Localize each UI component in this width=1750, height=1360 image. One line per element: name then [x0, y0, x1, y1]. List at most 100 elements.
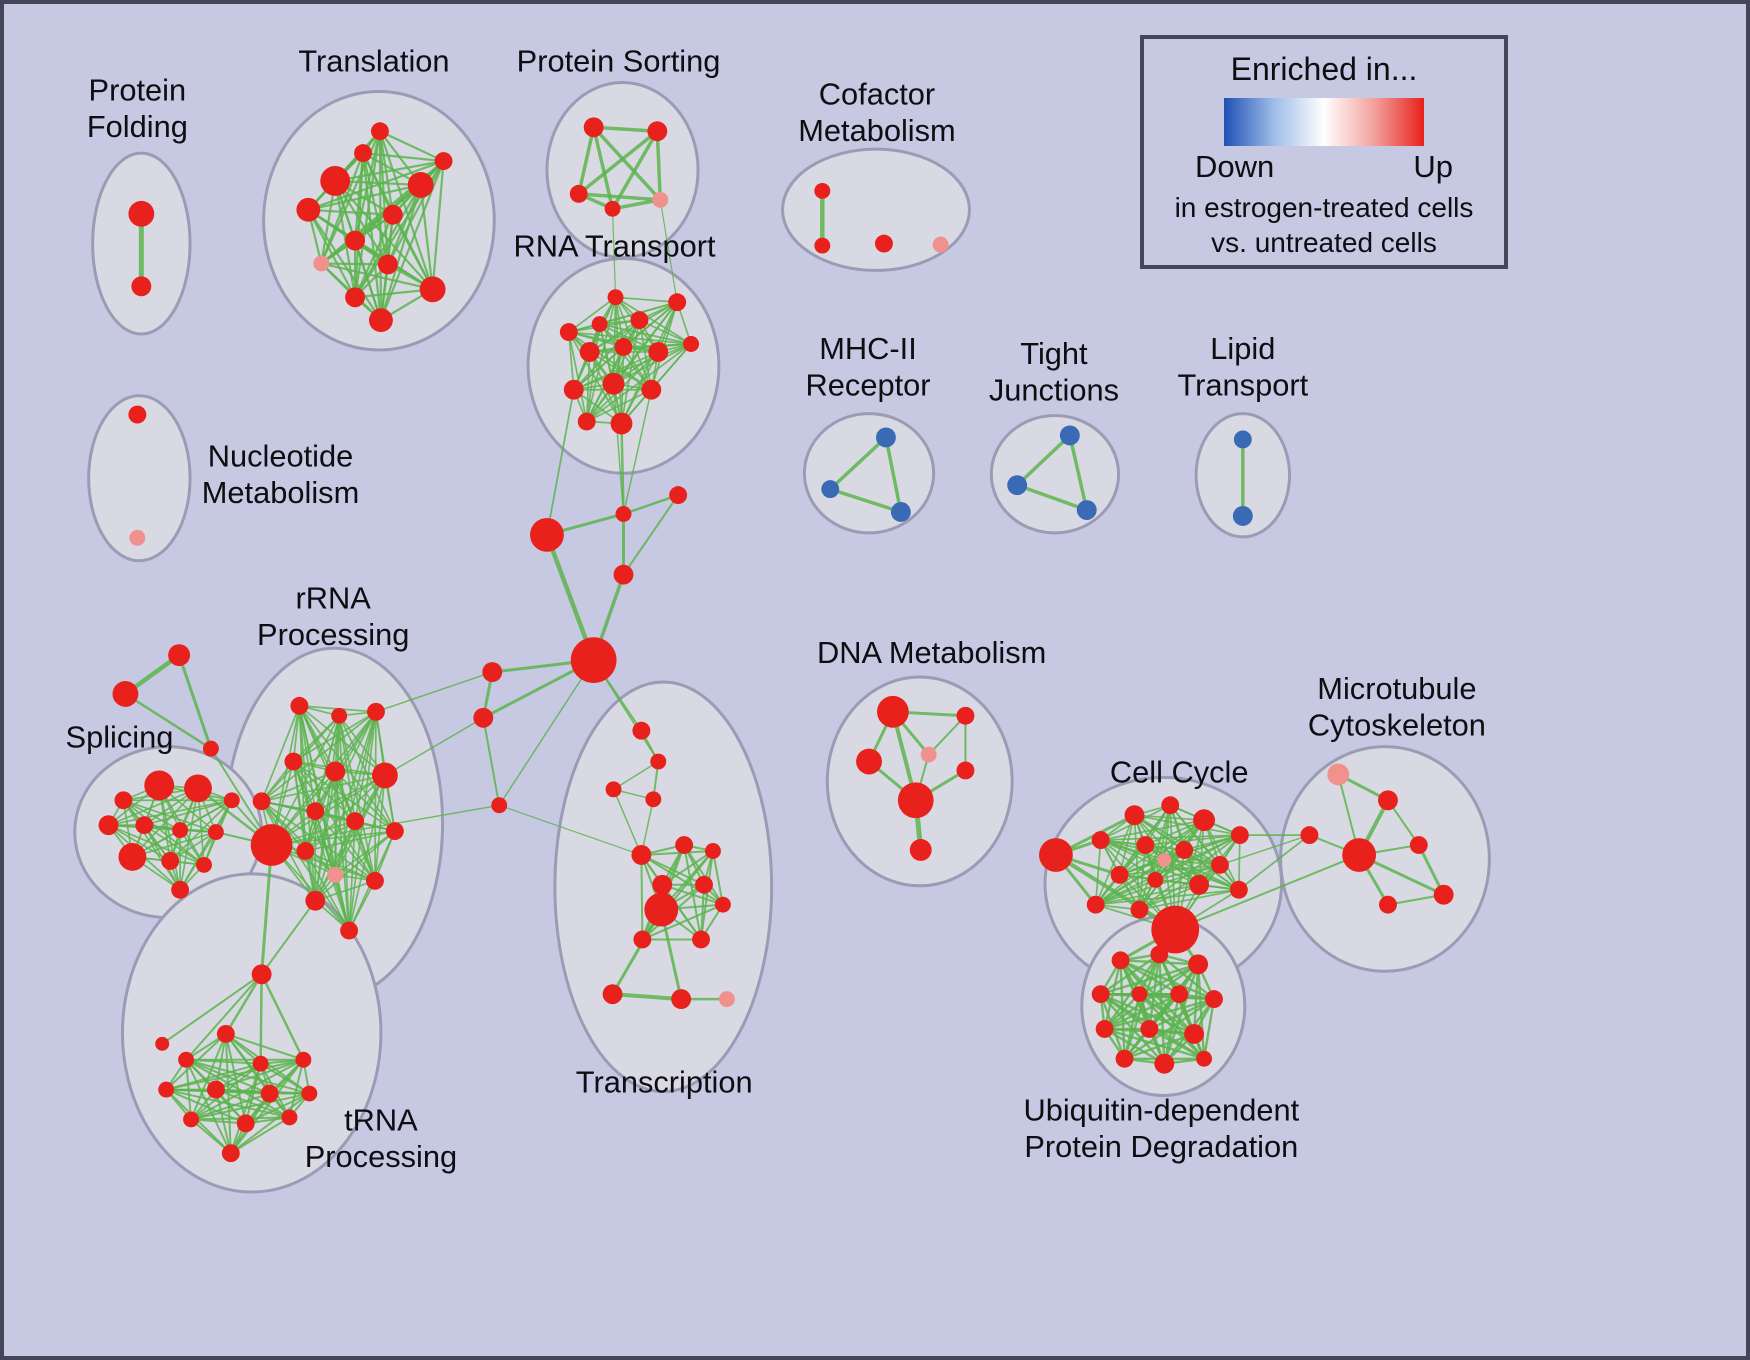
network-edge: [1138, 992, 1196, 1036]
network-node: [131, 276, 152, 297]
network-node: [371, 762, 398, 789]
network-edge: [161, 973, 263, 1045]
network-node: [1140, 1019, 1159, 1038]
network-edge: [498, 659, 595, 807]
network-node: [1091, 831, 1110, 849]
network-edge: [828, 487, 903, 514]
network-node: [821, 480, 840, 499]
network-edge: [1094, 839, 1102, 906]
network-node: [652, 191, 669, 208]
network-node: [366, 871, 384, 890]
network-node: [290, 696, 309, 715]
network-edge: [314, 774, 386, 813]
network-edge: [353, 239, 383, 322]
network-node: [216, 1024, 235, 1043]
network-edge: [1118, 864, 1221, 876]
network-edge: [292, 760, 356, 823]
network-edge: [334, 179, 389, 266]
network-edge: [591, 125, 663, 202]
network-node: [236, 1114, 255, 1133]
network-edge: [190, 1092, 311, 1121]
network-node: [1232, 506, 1253, 526]
network-node: [718, 991, 735, 1008]
network-edge: [1015, 433, 1072, 487]
network-node: [155, 1036, 170, 1051]
network-node: [221, 1144, 240, 1163]
network-edge: [828, 435, 888, 491]
network-node: [281, 1109, 298, 1126]
network-edge: [260, 774, 386, 803]
network-node: [251, 964, 272, 985]
network-edge: [610, 198, 663, 211]
network-node: [1130, 900, 1149, 919]
network-node: [1175, 841, 1194, 859]
network-edge: [378, 130, 394, 216]
network-node: [577, 412, 596, 431]
network-node: [1091, 985, 1110, 1004]
network-node: [579, 342, 600, 362]
network-edge: [700, 883, 706, 941]
network-edge: [1123, 1032, 1196, 1060]
network-node: [295, 1051, 312, 1068]
network-edge: [1094, 814, 1136, 906]
legend-caption: in estrogen-treated cells vs. untreated …: [1144, 190, 1504, 260]
network-node: [1147, 871, 1164, 888]
network-edge: [107, 787, 199, 826]
network-edge: [259, 973, 263, 1065]
network-node: [875, 427, 896, 448]
network-node: [875, 234, 893, 253]
network-edge: [1148, 1027, 1206, 1060]
network-node: [1170, 985, 1189, 1004]
network-edge: [304, 830, 396, 852]
network-edge: [229, 1116, 291, 1155]
network-edge: [353, 130, 382, 242]
network-edge: [612, 383, 625, 515]
cluster-label-dna-metabolism: DNA Metabolism: [817, 635, 1046, 670]
network-edge: [1196, 963, 1206, 1060]
network-node: [112, 680, 139, 707]
network-node: [1300, 826, 1319, 845]
network-edge: [334, 179, 357, 299]
network-node: [1342, 838, 1377, 872]
network-node: [306, 802, 325, 821]
network-edge: [1237, 834, 1311, 891]
network-edge: [391, 213, 434, 291]
network-node: [385, 822, 404, 841]
network-edge: [659, 199, 678, 303]
network-node: [320, 166, 351, 196]
network-edge: [304, 820, 356, 852]
cluster-label-splicing: Splicing: [66, 720, 174, 755]
network-node: [648, 342, 669, 362]
network-edge: [661, 883, 703, 941]
network-node: [569, 184, 588, 203]
network-node: [956, 761, 975, 780]
network-edge: [190, 1092, 271, 1121]
network-edge: [1219, 834, 1311, 866]
network-edge: [612, 760, 660, 791]
network-node: [171, 880, 190, 899]
network-node: [1378, 790, 1398, 811]
cluster-nucleotide-metabolism: [87, 394, 192, 563]
network-edge: [1094, 878, 1157, 906]
network-node: [602, 372, 625, 395]
network-node: [652, 874, 673, 895]
legend-title: Enriched in...: [1230, 51, 1418, 87]
network-node: [1110, 865, 1129, 884]
network-node: [650, 753, 667, 770]
network-edge: [640, 849, 714, 856]
network-edge: [620, 422, 625, 516]
network-node: [207, 824, 224, 841]
network-node: [340, 921, 359, 940]
network-node: [614, 338, 633, 356]
network-node: [530, 517, 564, 552]
network-node: [118, 843, 147, 871]
network-edge: [260, 770, 337, 803]
network-node: [1154, 1053, 1175, 1074]
network-node: [1157, 852, 1172, 867]
network-node: [382, 204, 403, 225]
network-edge: [375, 671, 494, 713]
network-edge: [334, 874, 350, 932]
network-edge: [348, 774, 386, 932]
